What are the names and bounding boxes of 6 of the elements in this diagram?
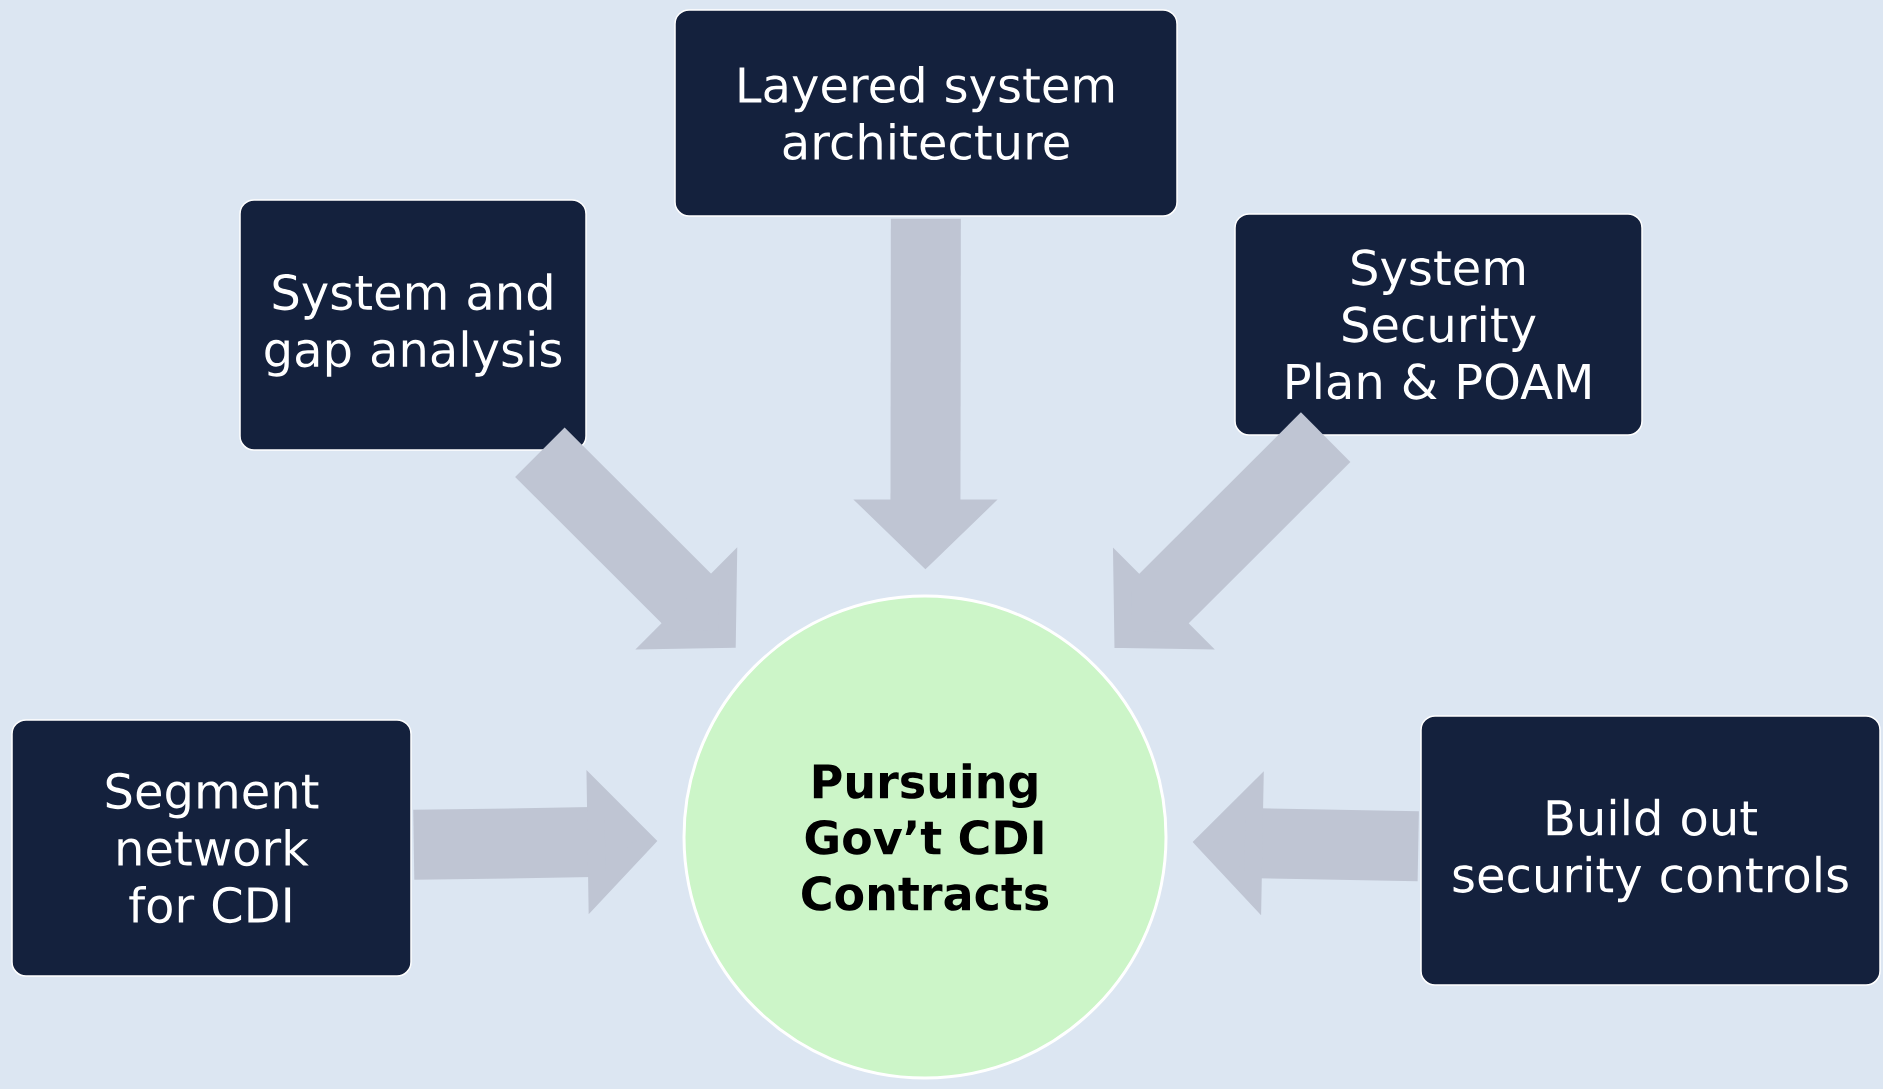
task-box: System Security Plan & POAM (1234, 213, 1643, 436)
task-box: Segment network for CDI (11, 719, 412, 977)
task-box: Build out security controls (1420, 715, 1881, 986)
task-box: System and gap analysis (239, 199, 587, 451)
block-arrow (515, 427, 738, 650)
task-box: Layered system architecture (674, 9, 1178, 217)
